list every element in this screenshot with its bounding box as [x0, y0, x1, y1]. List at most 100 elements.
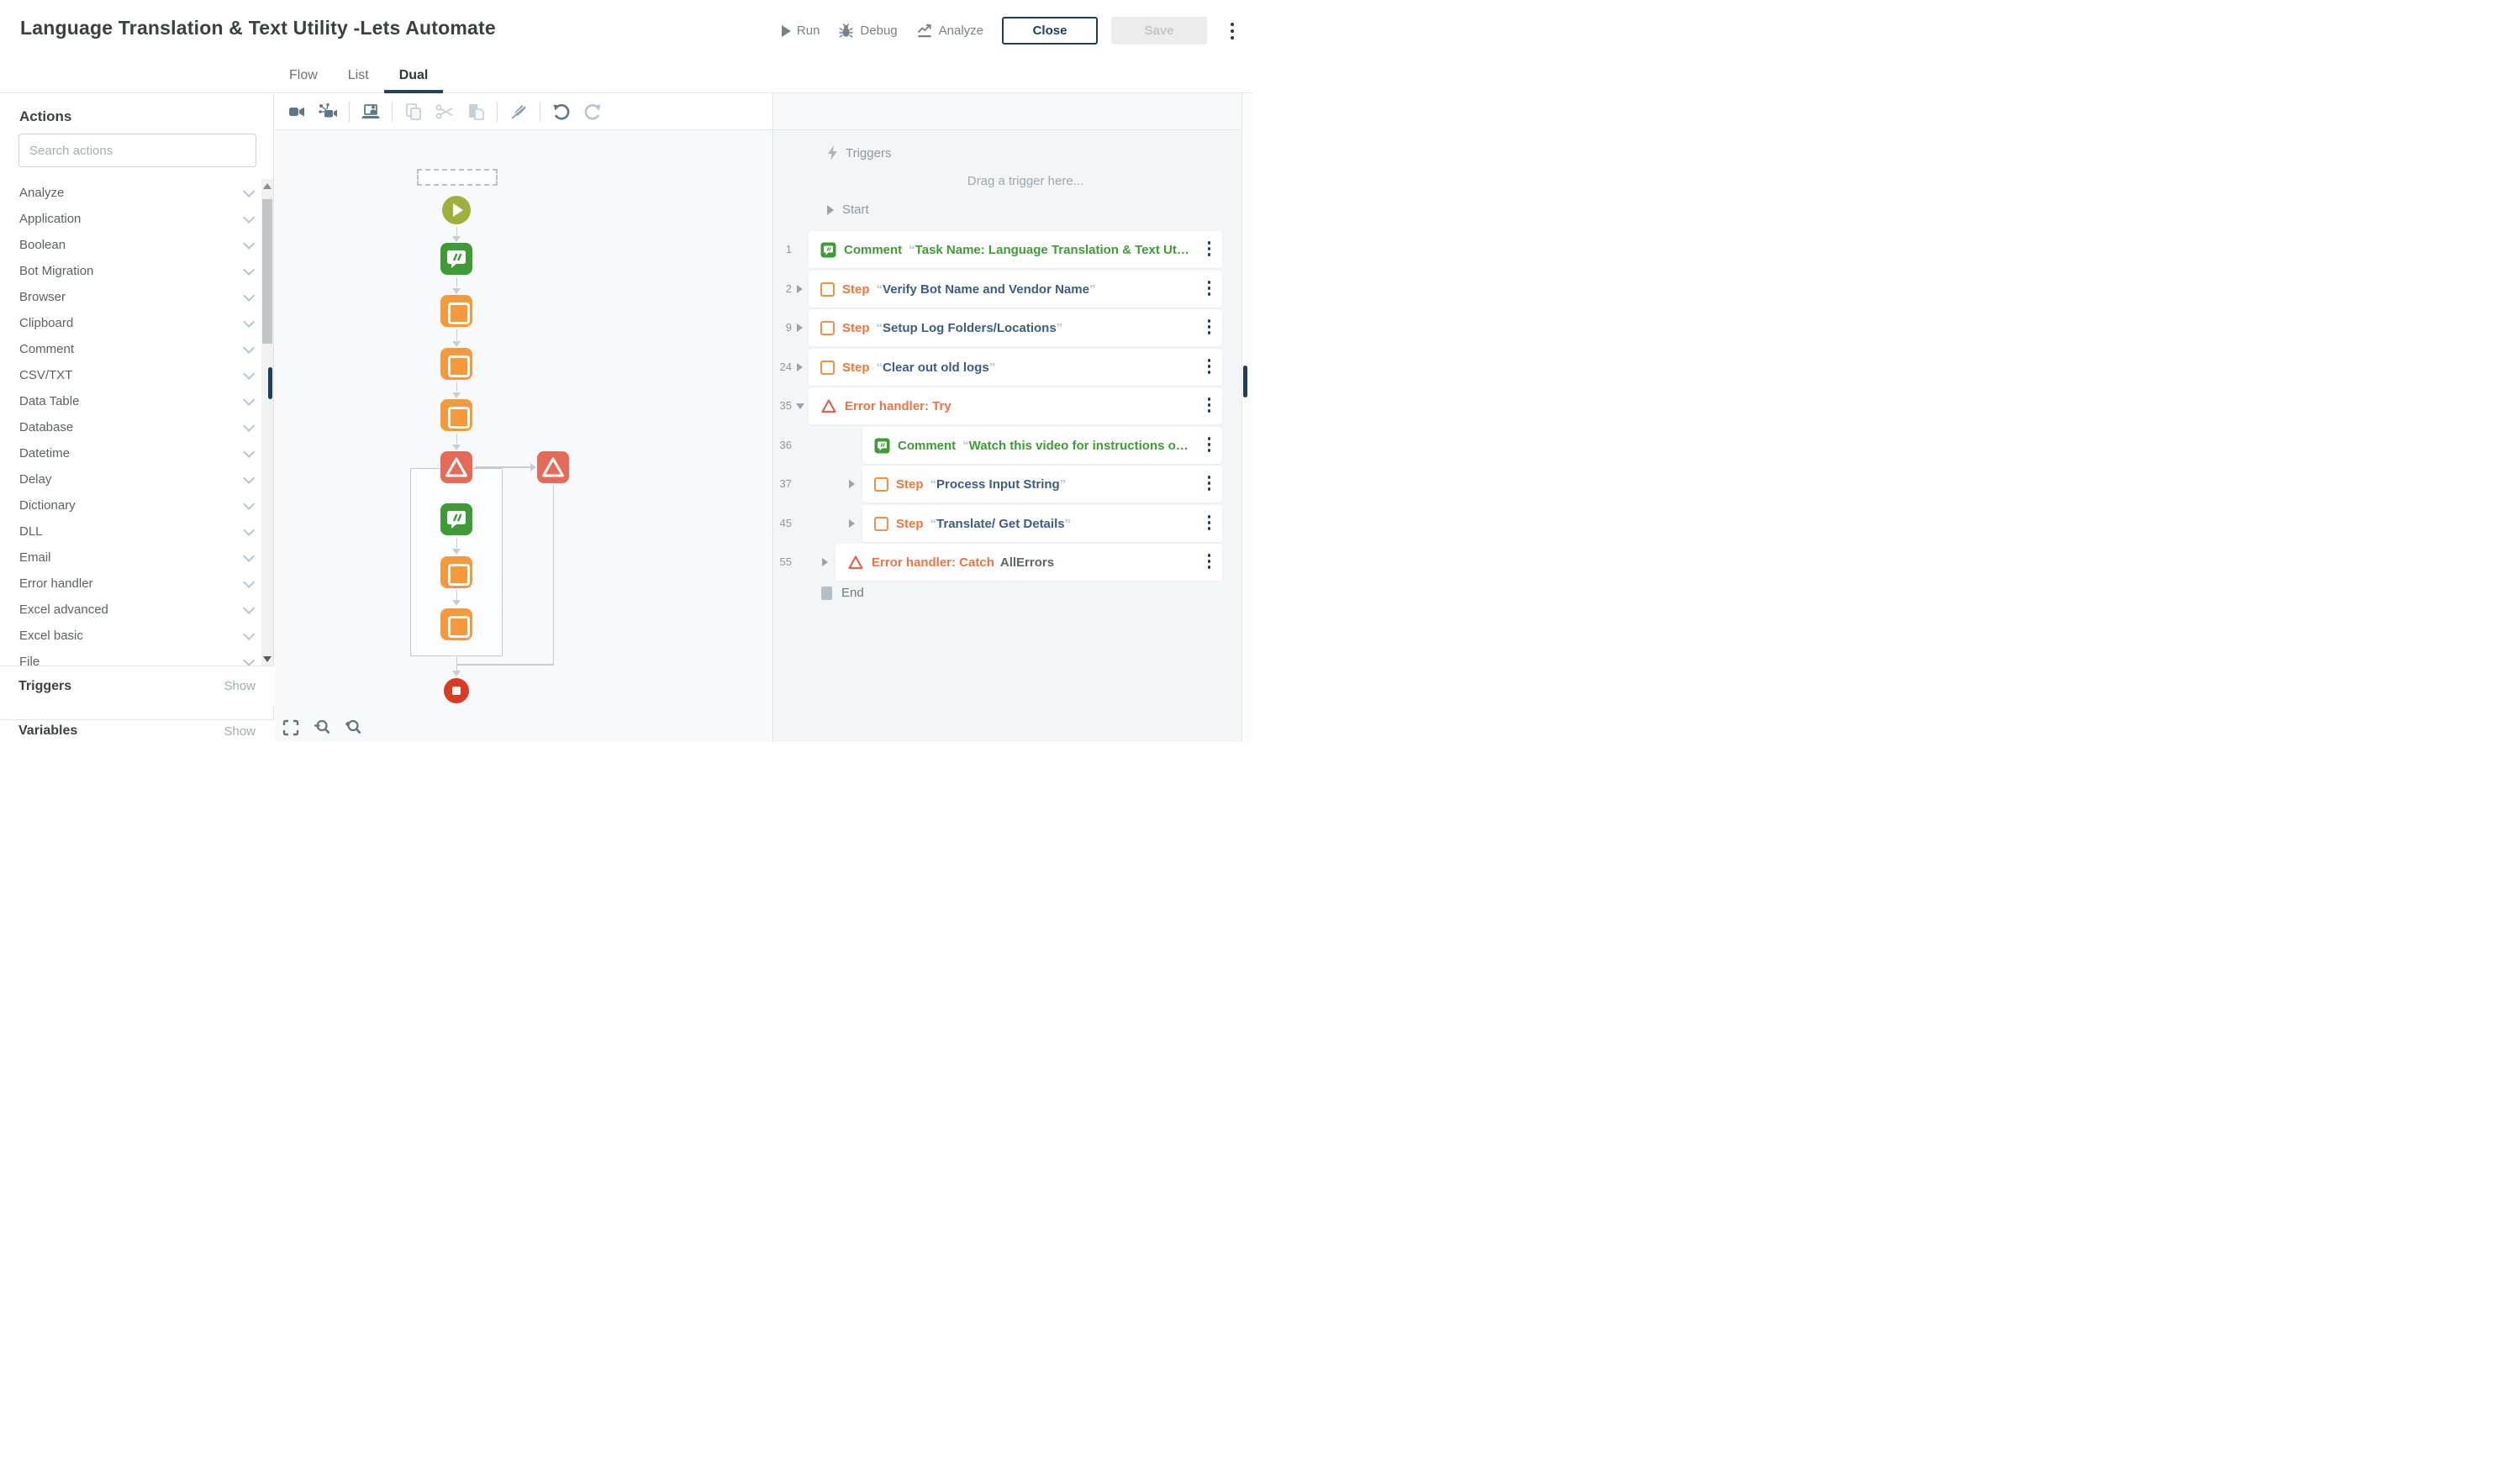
expand-chevron-icon[interactable] [827, 204, 834, 215]
step-icon [874, 476, 888, 492]
step-row-card[interactable]: Step Process Input String [862, 466, 1222, 503]
sidebar-scrollbar[interactable] [261, 179, 273, 666]
collapse-chevron-icon[interactable] [796, 403, 804, 409]
expand-chevron-icon[interactable] [797, 363, 803, 371]
category-delay[interactable]: Delay [0, 466, 261, 492]
category-bot-migration[interactable]: Bot Migration [0, 258, 261, 284]
variables-show-link[interactable]: Show [224, 724, 256, 739]
row-menu-kebab-icon[interactable] [1207, 319, 1210, 334]
row-menu-kebab-icon[interactable] [1207, 281, 1210, 296]
copy-icon [406, 103, 421, 120]
sidebar-resize-handle[interactable] [268, 367, 272, 399]
search-actions-input[interactable] [18, 134, 256, 167]
expand-chevron-icon[interactable] [822, 558, 828, 566]
flow-canvas[interactable] [275, 93, 772, 742]
category-file[interactable]: File [0, 649, 261, 675]
triggers-section-header[interactable]: Triggers Show [0, 666, 274, 706]
chevron-down-icon [243, 550, 256, 562]
recorder-capture-button[interactable] [318, 102, 338, 122]
expand-chevron-icon[interactable] [797, 324, 803, 332]
expand-chevron-icon[interactable] [849, 480, 855, 488]
category-datetime[interactable]: Datetime [0, 440, 261, 466]
expand-chevron-icon[interactable] [797, 285, 803, 293]
close-button[interactable]: Close [1002, 17, 1098, 45]
header-menu-kebab-icon[interactable] [1226, 19, 1239, 43]
copy-button[interactable] [403, 102, 424, 122]
flow-error-try-node[interactable] [440, 451, 472, 483]
category-analyze[interactable]: Analyze [0, 180, 261, 206]
list-row: 1 Comment Task Name: Language Translatio… [773, 231, 1252, 268]
device-capture-button[interactable] [361, 102, 381, 122]
row-menu-kebab-icon[interactable] [1207, 476, 1210, 491]
zoom-in-button[interactable] [344, 718, 362, 737]
tab-flow[interactable]: Flow [289, 67, 318, 82]
category-excel-advanced[interactable]: Excel advanced [0, 597, 261, 623]
triggers-show-link[interactable]: Show [224, 679, 256, 693]
run-button[interactable]: Run [781, 24, 820, 38]
error-handler-row-card[interactable]: Error handler: Try [809, 387, 1222, 424]
category-dll[interactable]: DLL [0, 518, 261, 545]
step-row-card[interactable]: Step Verify Bot Name and Vendor Name [809, 271, 1222, 308]
undo-button[interactable] [551, 102, 572, 122]
comment-row-card[interactable]: Comment Watch this video for instruction… [862, 427, 1222, 464]
list-panel-resize-handle[interactable] [1243, 366, 1247, 397]
category-error-handler[interactable]: Error handler [0, 571, 261, 597]
row-menu-kebab-icon[interactable] [1207, 241, 1210, 256]
category-browser[interactable]: Browser [0, 284, 261, 310]
flow-step-node[interactable] [440, 608, 472, 640]
chevron-down-icon [243, 524, 256, 536]
scroll-down-arrow[interactable] [263, 656, 271, 662]
comment-row-card[interactable]: Comment Task Name: Language Translation … [809, 231, 1222, 268]
flow-step-node[interactable] [440, 556, 472, 588]
zoom-out-button[interactable] [313, 718, 331, 737]
category-excel-basic[interactable]: Excel basic [0, 623, 261, 649]
row-menu-kebab-icon[interactable] [1207, 515, 1210, 530]
scroll-up-arrow[interactable] [263, 183, 271, 189]
toolbar-divider [392, 101, 393, 122]
redo-button[interactable] [583, 102, 603, 122]
row-menu-kebab-icon[interactable] [1207, 397, 1210, 413]
analyze-button[interactable]: Analyze [916, 23, 983, 39]
expand-chevron-icon[interactable] [849, 519, 855, 528]
tab-dual[interactable]: Dual [383, 57, 444, 93]
pencil-slash-icon [511, 104, 526, 119]
category-boolean[interactable]: Boolean [0, 232, 261, 258]
paste-button[interactable] [466, 102, 486, 122]
flow-step-node[interactable] [440, 295, 472, 327]
step-row-card[interactable]: Step Clear out old logs [809, 349, 1222, 386]
category-email[interactable]: Email [0, 545, 261, 571]
category-data-table[interactable]: Data Table [0, 388, 261, 414]
row-menu-kebab-icon[interactable] [1207, 437, 1210, 452]
fit-to-screen-button[interactable] [282, 718, 300, 737]
category-database[interactable]: Database [0, 414, 261, 440]
category-clipboard[interactable]: Clipboard [0, 310, 261, 336]
save-button[interactable]: Save [1111, 17, 1207, 45]
row-menu-kebab-icon[interactable] [1207, 554, 1210, 569]
flow-start-node[interactable] [442, 196, 471, 224]
lightning-icon [828, 145, 837, 161]
flow-step-node[interactable] [440, 399, 472, 431]
step-row-card[interactable]: Step Translate/ Get Details [862, 505, 1222, 542]
flow-end-node[interactable] [444, 678, 469, 703]
category-application[interactable]: Application [0, 206, 261, 232]
category-comment[interactable]: Comment [0, 336, 261, 362]
list-row: 45 Step Translate/ Get Details [773, 505, 1252, 542]
flow-step-node[interactable] [440, 348, 472, 380]
record-button[interactable] [287, 102, 307, 122]
step-row-card[interactable]: Step Setup Log Folders/Locations [809, 309, 1222, 346]
error-handler-row-card[interactable]: Error handler: Catch AllErrors [836, 544, 1222, 581]
scrollbar-thumb[interactable] [262, 199, 272, 344]
variables-section-header[interactable]: Variables Show [0, 719, 274, 742]
category-csv-txt[interactable]: CSV/TXT [0, 362, 261, 388]
row-menu-kebab-icon[interactable] [1207, 359, 1210, 374]
cut-button[interactable] [435, 102, 455, 122]
tab-list[interactable]: List [347, 67, 369, 82]
start-list-row[interactable]: Start [827, 203, 869, 217]
category-dictionary[interactable]: Dictionary [0, 492, 261, 518]
flow-comment-node[interactable] [440, 243, 472, 275]
flow-comment-node[interactable] [440, 503, 472, 535]
edit-disabled-button[interactable] [509, 102, 529, 122]
flow-error-catch-node[interactable] [537, 451, 569, 483]
debug-button[interactable]: Debug [838, 23, 898, 39]
trigger-dropzone[interactable] [417, 169, 498, 186]
